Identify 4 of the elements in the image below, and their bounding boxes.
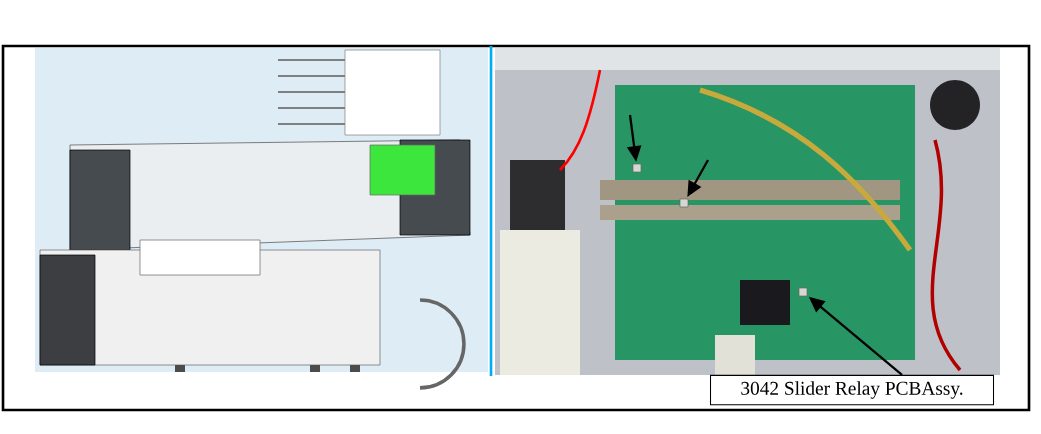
label-box: 3042 Slider Relay PCBAssy. (710, 374, 995, 406)
relay-chip (798, 287, 808, 297)
connector (679, 198, 689, 208)
connector (632, 163, 642, 173)
